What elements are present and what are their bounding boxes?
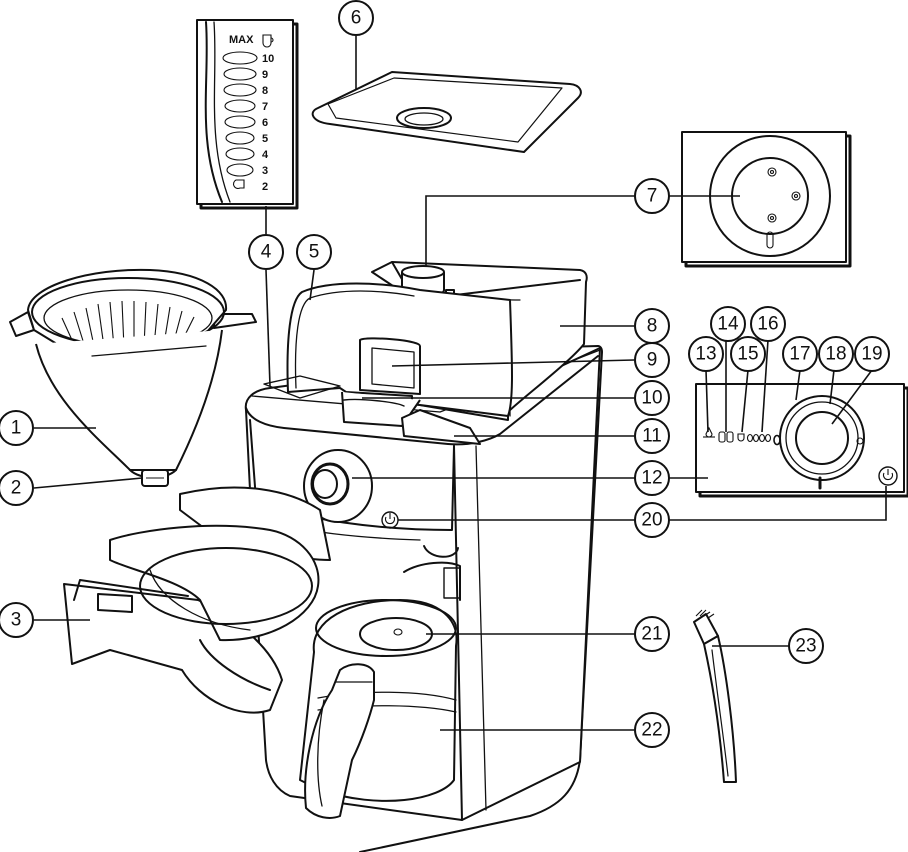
grind-medium-icon [791, 191, 801, 201]
svg-text:10: 10 [641, 388, 662, 409]
level-10: 10 [262, 53, 274, 65]
callout-17: 17 [782, 336, 818, 372]
svg-text:20: 20 [641, 510, 662, 531]
svg-text:9: 9 [647, 350, 658, 371]
callout-21: 21 [634, 616, 670, 652]
grind-fine-icon [767, 167, 777, 177]
svg-text:12: 12 [641, 468, 662, 489]
callout-4: 4 [248, 234, 284, 270]
callout-15: 15 [730, 336, 766, 372]
water-level-scale-inset: MAX 10 9 8 7 6 5 4 3 2 [196, 19, 299, 210]
level-2: 2 [262, 181, 268, 193]
svg-text:6: 6 [351, 8, 362, 29]
svg-text:21: 21 [641, 624, 662, 645]
drip-tray-arm [63, 486, 331, 714]
svg-text:16: 16 [757, 314, 778, 335]
callout-13: 13 [688, 336, 724, 372]
control-dial-outer [779, 395, 865, 481]
level-5: 5 [262, 133, 268, 145]
callout-8: 8 [634, 308, 670, 344]
callout-18: 18 [818, 336, 854, 372]
cup-icon [262, 34, 274, 48]
svg-text:2: 2 [11, 478, 22, 499]
svg-text:7: 7 [647, 186, 658, 207]
svg-text:23: 23 [795, 636, 816, 657]
drip-stop-valve [141, 469, 169, 487]
level-3: 3 [262, 165, 268, 177]
leader-lines [33, 36, 887, 731]
water-drop-icon [703, 426, 715, 438]
water-level-marks [222, 51, 258, 190]
level-4: 4 [262, 149, 269, 161]
power-button-icon [878, 466, 898, 486]
svg-text:4: 4 [261, 242, 272, 263]
main-control-dial [303, 449, 373, 523]
callout-23: 23 [788, 628, 824, 664]
level-8: 8 [262, 85, 268, 97]
callout-2: 2 [0, 470, 34, 506]
max-label: MAX [229, 34, 254, 46]
water-tank-window [341, 337, 421, 427]
jug-handle [304, 663, 375, 819]
svg-text:3: 3 [11, 610, 22, 631]
callout-20: 20 [634, 502, 670, 538]
grind-dial-inset [681, 131, 852, 268]
svg-text:18: 18 [825, 344, 846, 365]
callout-7: 7 [634, 178, 670, 214]
level-9: 9 [262, 69, 268, 81]
callouts: 1 2 3 4 5 6 7 8 9 10 11 12 13 14 15 16 1… [0, 0, 890, 748]
strength-beans-icon [746, 433, 772, 443]
svg-text:13: 13 [695, 344, 716, 365]
svg-text:11: 11 [642, 426, 662, 447]
svg-text:19: 19 [861, 344, 882, 365]
callout-16: 16 [750, 306, 786, 342]
level-7: 7 [262, 101, 268, 113]
cleaning-brush [693, 609, 737, 783]
callout-6: 6 [338, 0, 374, 36]
cup-count-display [718, 431, 734, 443]
callout-3: 3 [0, 602, 34, 638]
callout-11: 11 [634, 418, 670, 454]
control-panel-inset [695, 383, 908, 498]
water-level-numbers: 10 9 8 7 6 5 4 3 2 [262, 53, 274, 193]
callout-9: 9 [634, 342, 670, 378]
callout-5: 5 [296, 234, 332, 270]
callout-22: 22 [634, 712, 670, 748]
callout-1: 1 [0, 410, 34, 446]
control-dial-button [795, 411, 849, 465]
cup-indicator-icon [737, 433, 745, 442]
callout-10: 10 [634, 380, 670, 416]
bean-container-lid [311, 71, 582, 153]
svg-text:14: 14 [717, 314, 739, 335]
callout-12: 12 [634, 460, 670, 496]
level-6: 6 [262, 117, 268, 129]
filter-holder [9, 268, 257, 479]
svg-text:5: 5 [309, 242, 320, 263]
callout-14: 14 [710, 306, 746, 342]
svg-text:22: 22 [641, 720, 662, 741]
svg-text:1: 1 [11, 418, 22, 439]
svg-text:8: 8 [647, 316, 658, 337]
svg-text:17: 17 [789, 344, 810, 365]
svg-text:15: 15 [737, 344, 758, 365]
grind-coarse-icon [767, 213, 777, 223]
callout-19: 19 [854, 336, 890, 372]
